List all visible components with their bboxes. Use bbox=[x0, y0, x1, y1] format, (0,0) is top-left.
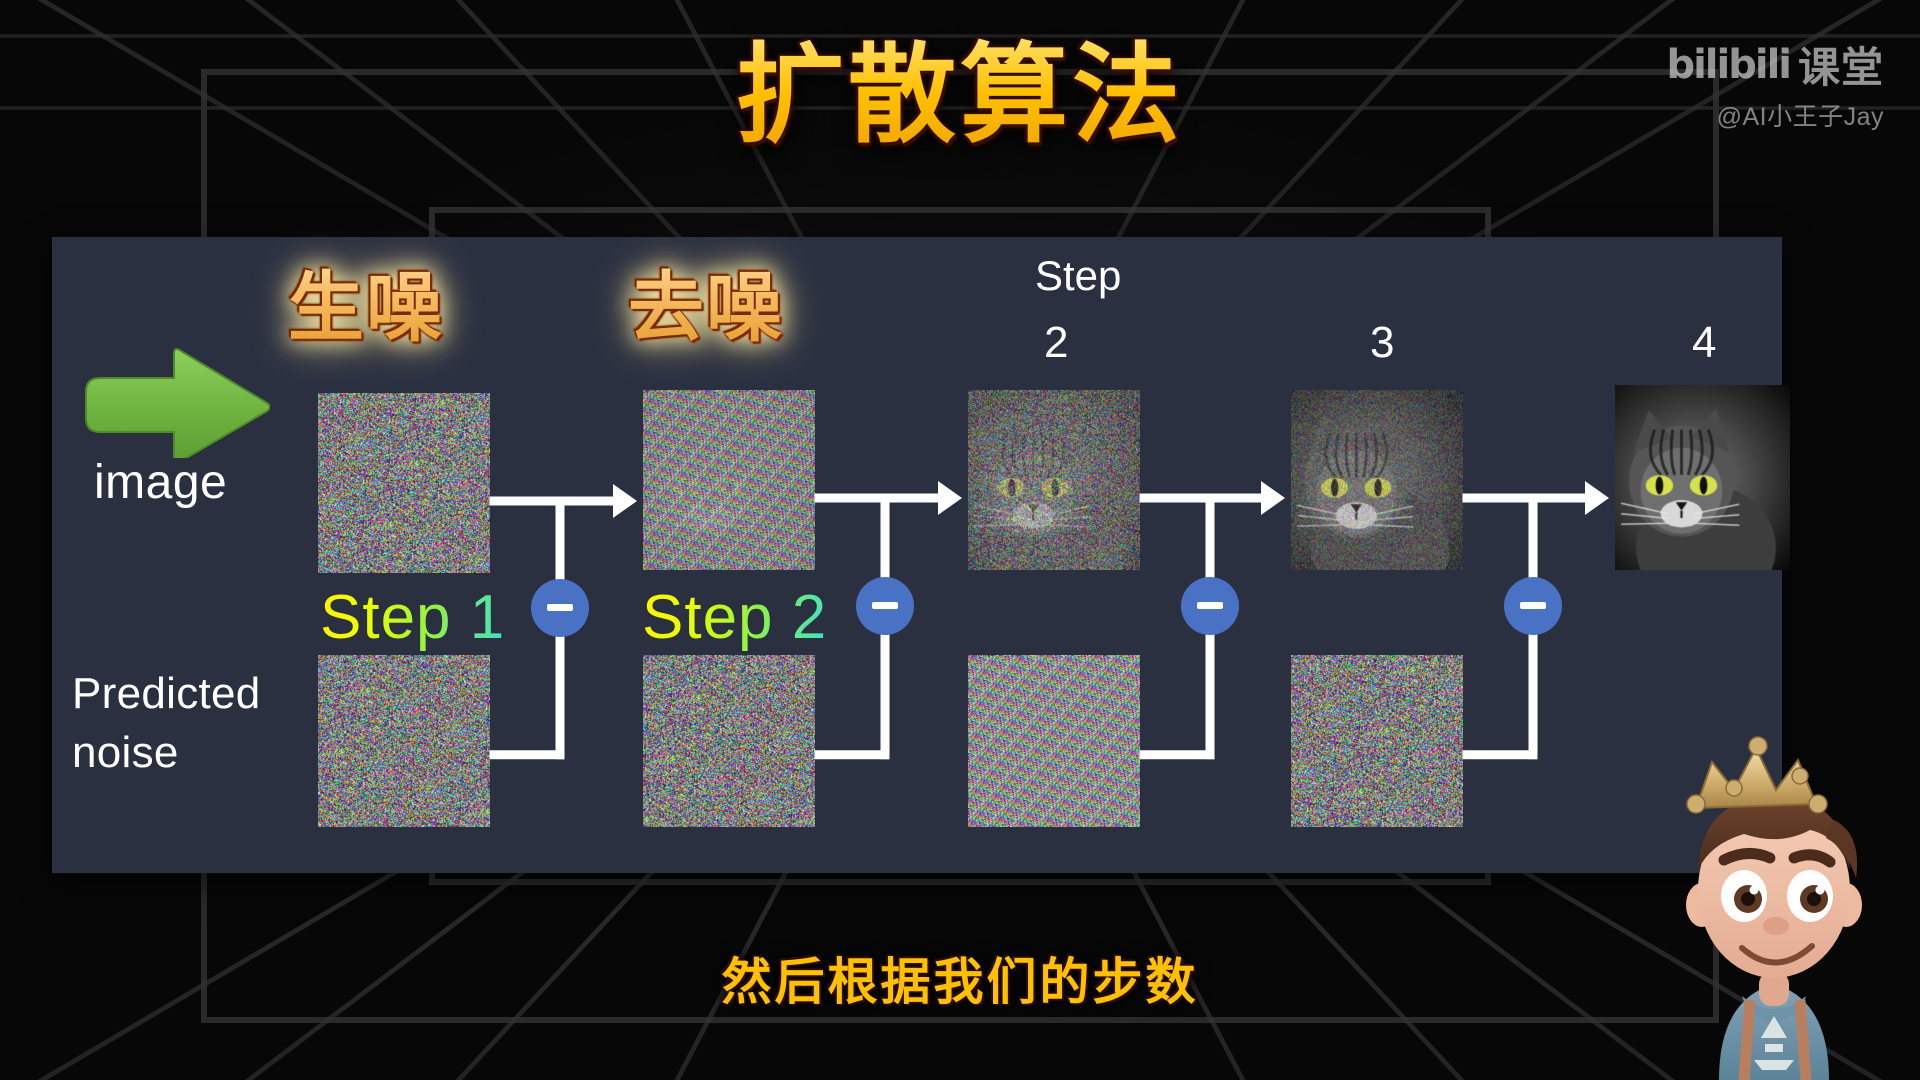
step-number-4: 4 bbox=[1692, 318, 1717, 367]
minus-glyph bbox=[1520, 602, 1546, 610]
minus-operator-4 bbox=[1504, 576, 1562, 635]
heading-denoise: 去噪 bbox=[628, 246, 784, 356]
minus-operator-2 bbox=[856, 576, 914, 635]
minus-operator-3 bbox=[1181, 576, 1239, 635]
step-number-3: 3 bbox=[1370, 318, 1395, 367]
watermark-logo: bilibili 课堂 bbox=[1666, 34, 1884, 95]
predicted-noise-2-tile bbox=[643, 655, 815, 827]
very-noisy-cat-tile bbox=[643, 390, 815, 570]
green-arrow-right-icon bbox=[80, 348, 271, 464]
page-title: 扩散算法 bbox=[0, 35, 1920, 155]
watermark-brand-cn: 课堂 bbox=[1797, 44, 1884, 91]
watermark: bilibili 课堂 @AI小王子Jay bbox=[1666, 34, 1884, 133]
predicted-noise-4-tile bbox=[1291, 655, 1463, 827]
heading-generate-noise: 生噪 bbox=[288, 246, 444, 356]
step-header-label: Step bbox=[1035, 252, 1122, 299]
predicted-noise-1-tile bbox=[318, 655, 490, 827]
noisy-cat-tile bbox=[968, 390, 1140, 570]
minus-glyph bbox=[872, 602, 898, 610]
slightly-noisy-cat-tile bbox=[1291, 390, 1463, 570]
caption-subtitle: 然后根据我们的步数 bbox=[721, 954, 1199, 1010]
step-number-2: 2 bbox=[1044, 318, 1069, 367]
pure-noise-tile bbox=[318, 393, 490, 573]
step-tag-1: Step 1 bbox=[320, 583, 506, 652]
mascot-avatar bbox=[1624, 700, 1920, 1080]
step-tag-2: Step 2 bbox=[642, 583, 828, 652]
minus-glyph bbox=[547, 604, 573, 612]
predicted-noise-3-tile bbox=[968, 655, 1140, 827]
minus-operator-1 bbox=[531, 578, 589, 637]
clean-cat-tile bbox=[1615, 385, 1790, 570]
row-label-image: image bbox=[94, 456, 228, 509]
bilibili-logo-text: bilibili bbox=[1666, 41, 1792, 88]
minus-glyph bbox=[1197, 602, 1223, 610]
watermark-handle: @AI小王子Jay bbox=[1716, 103, 1884, 131]
